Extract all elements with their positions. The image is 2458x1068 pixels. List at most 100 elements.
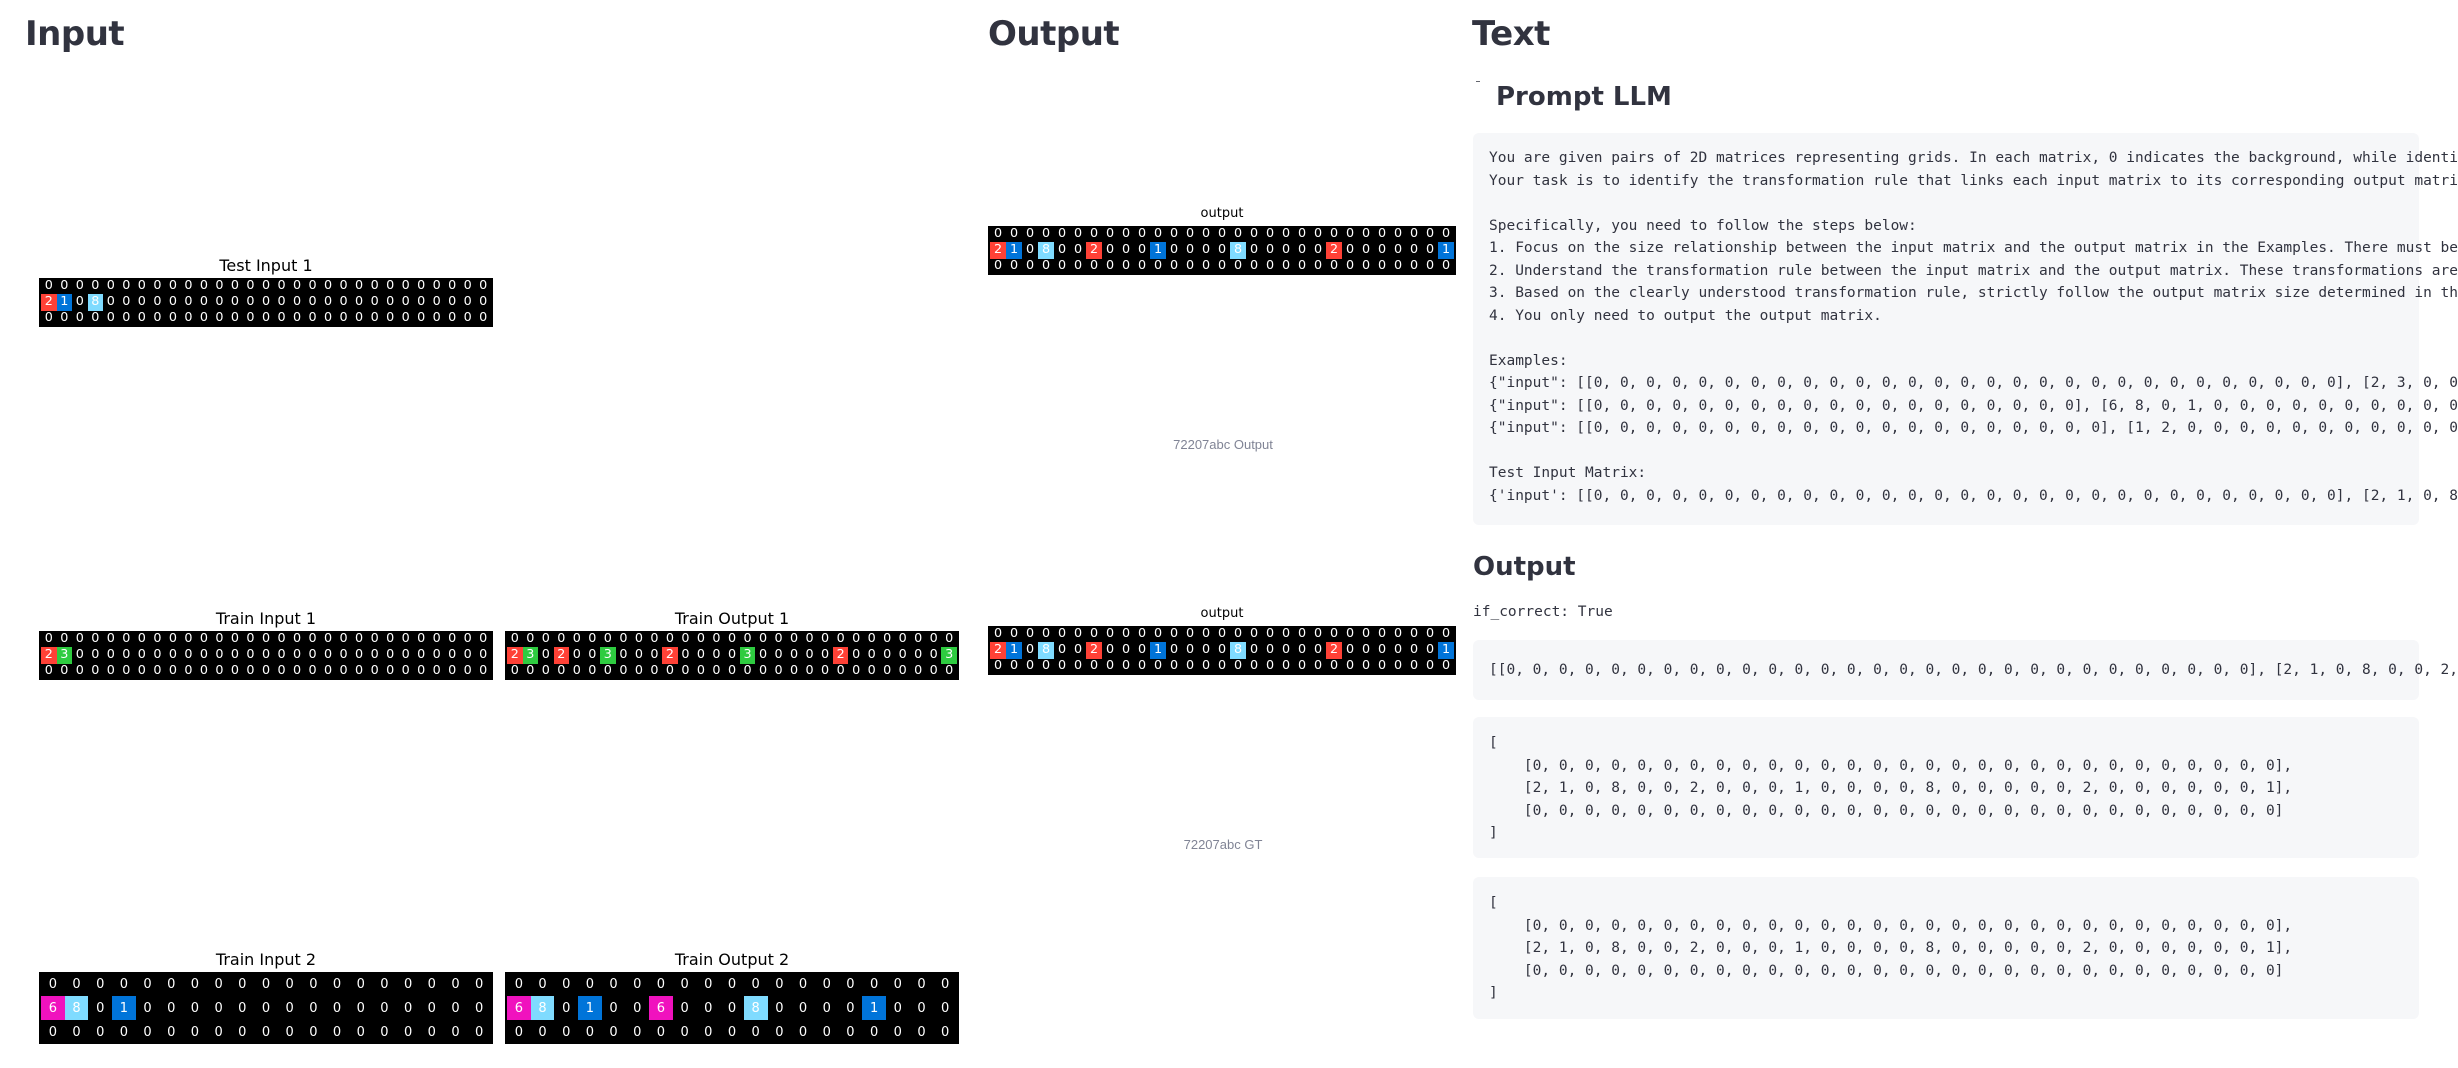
grid-cell: 0 <box>1198 626 1214 643</box>
grid-cell: 0 <box>1246 642 1262 659</box>
grid-cell: 0 <box>1134 658 1150 675</box>
grid-cell: 0 <box>211 310 228 327</box>
grid-cell: 0 <box>1342 258 1358 275</box>
grid-cell: 0 <box>1374 258 1390 275</box>
grid-cell: 0 <box>1390 642 1406 659</box>
grid-cell: 0 <box>879 631 895 648</box>
grid-cell: 0 <box>41 310 57 327</box>
grid-cell: 0 <box>832 663 849 680</box>
grid-cell: 0 <box>304 310 321 327</box>
grid-cell: 0 <box>1166 658 1182 675</box>
grid-cell: 0 <box>885 996 910 1020</box>
grid-cell: 0 <box>1214 642 1230 659</box>
grid-cell: 0 <box>475 310 491 327</box>
grid-cell: 0 <box>72 278 88 295</box>
grid-cell: 0 <box>848 631 864 648</box>
grid-cell: 0 <box>672 996 697 1020</box>
grid-cell: 6 <box>649 996 673 1020</box>
panel-title: output <box>1200 206 1244 221</box>
grid-cell: 0 <box>72 310 88 327</box>
grid-cell: 0 <box>443 1020 468 1044</box>
grid-cell: 0 <box>677 663 694 680</box>
grid-cell: 0 <box>1134 226 1150 243</box>
grid-cell: 0 <box>522 631 539 648</box>
grid-cell: 0 <box>227 294 243 311</box>
grid-cell: 0 <box>118 647 135 664</box>
grid-cell: 0 <box>1214 226 1230 243</box>
grid-cell: 0 <box>413 310 429 327</box>
grid-cell: 0 <box>743 1020 768 1044</box>
grid-cell: 0 <box>933 996 957 1020</box>
grid-cell: 0 <box>1038 658 1054 675</box>
grid-cell: 0 <box>933 972 957 996</box>
grid-cell: 0 <box>933 1020 957 1044</box>
grid-cell: 0 <box>382 647 398 664</box>
grid-cell: 0 <box>1422 658 1438 675</box>
grid-cell: 0 <box>180 647 197 664</box>
grid-cell: 0 <box>325 972 349 996</box>
grid-cell: 0 <box>211 663 228 680</box>
grid-cell: 0 <box>1118 626 1134 643</box>
grid-cell: 0 <box>41 1020 65 1044</box>
grid-cell: 0 <box>1102 258 1118 275</box>
grid-cell: 0 <box>1166 226 1182 243</box>
grid-cell: 0 <box>103 647 119 664</box>
grid-cell: 0 <box>1438 658 1454 675</box>
grid-cell: 0 <box>335 294 352 311</box>
grid-cell: 0 <box>925 647 942 664</box>
if-correct-label: if_correct: True <box>1473 604 1613 620</box>
grid-cell: 0 <box>801 631 818 648</box>
grid-cell: 0 <box>1246 658 1262 675</box>
grid-cell: 0 <box>149 631 166 648</box>
grid-cell: 0 <box>507 1020 531 1044</box>
grid-cell: 0 <box>767 996 792 1020</box>
grid-cell: 0 <box>118 294 135 311</box>
grid-cell: 0 <box>459 278 476 295</box>
grid-cell: 0 <box>625 996 650 1020</box>
grid-cell: 0 <box>786 631 802 648</box>
grid-cell: 0 <box>1070 642 1086 659</box>
grid-cell: 0 <box>1086 226 1102 243</box>
grid-cell: 0 <box>530 1020 555 1044</box>
grid-cell: 0 <box>1198 658 1214 675</box>
grid-cell: 0 <box>724 647 740 664</box>
grid-cell: 0 <box>366 663 383 680</box>
grid-cell: 0 <box>1166 626 1182 643</box>
grid-cell: 0 <box>382 663 398 680</box>
grid-cell: 0 <box>554 996 579 1020</box>
grid-cell: 0 <box>1006 258 1022 275</box>
grid-cell: 0 <box>909 996 934 1020</box>
grid-cell: 0 <box>475 294 491 311</box>
grid-cell: 0 <box>1294 226 1310 243</box>
grid-cell: 1 <box>112 996 136 1020</box>
grid-cell: 3 <box>522 647 539 664</box>
grid-cell: 0 <box>382 294 398 311</box>
grid-cell: 0 <box>165 278 181 295</box>
grid-cell: 0 <box>372 1020 397 1044</box>
grid-cell: 0 <box>584 647 601 664</box>
grid-cell: 0 <box>304 631 321 648</box>
grid-cell: 0 <box>1214 242 1230 259</box>
grid-cell: 0 <box>459 663 476 680</box>
grid-cell: 0 <box>1422 642 1438 659</box>
grid-cell: 0 <box>289 278 305 295</box>
grid-cell: 0 <box>910 663 926 680</box>
grid-cell: 6 <box>41 996 65 1020</box>
grid-cell: 0 <box>739 663 756 680</box>
grid-cell: 0 <box>87 310 104 327</box>
grid-cell: 0 <box>817 631 833 648</box>
grid-cell: 0 <box>925 663 942 680</box>
grid-cell: 0 <box>817 663 833 680</box>
grid-cell: 0 <box>990 226 1006 243</box>
grid-cell: 3 <box>600 647 616 664</box>
grid-cell: 0 <box>366 631 383 648</box>
grid-cell: 0 <box>382 278 398 295</box>
grid-cell: 0 <box>304 294 321 311</box>
grid-cell: 0 <box>397 310 414 327</box>
grid-cell: 0 <box>242 294 259 311</box>
grid-cell: 0 <box>159 972 184 996</box>
grid-cell: 0 <box>1198 226 1214 243</box>
grid-cell: 0 <box>289 647 305 664</box>
grid-cell: 0 <box>1118 658 1134 675</box>
